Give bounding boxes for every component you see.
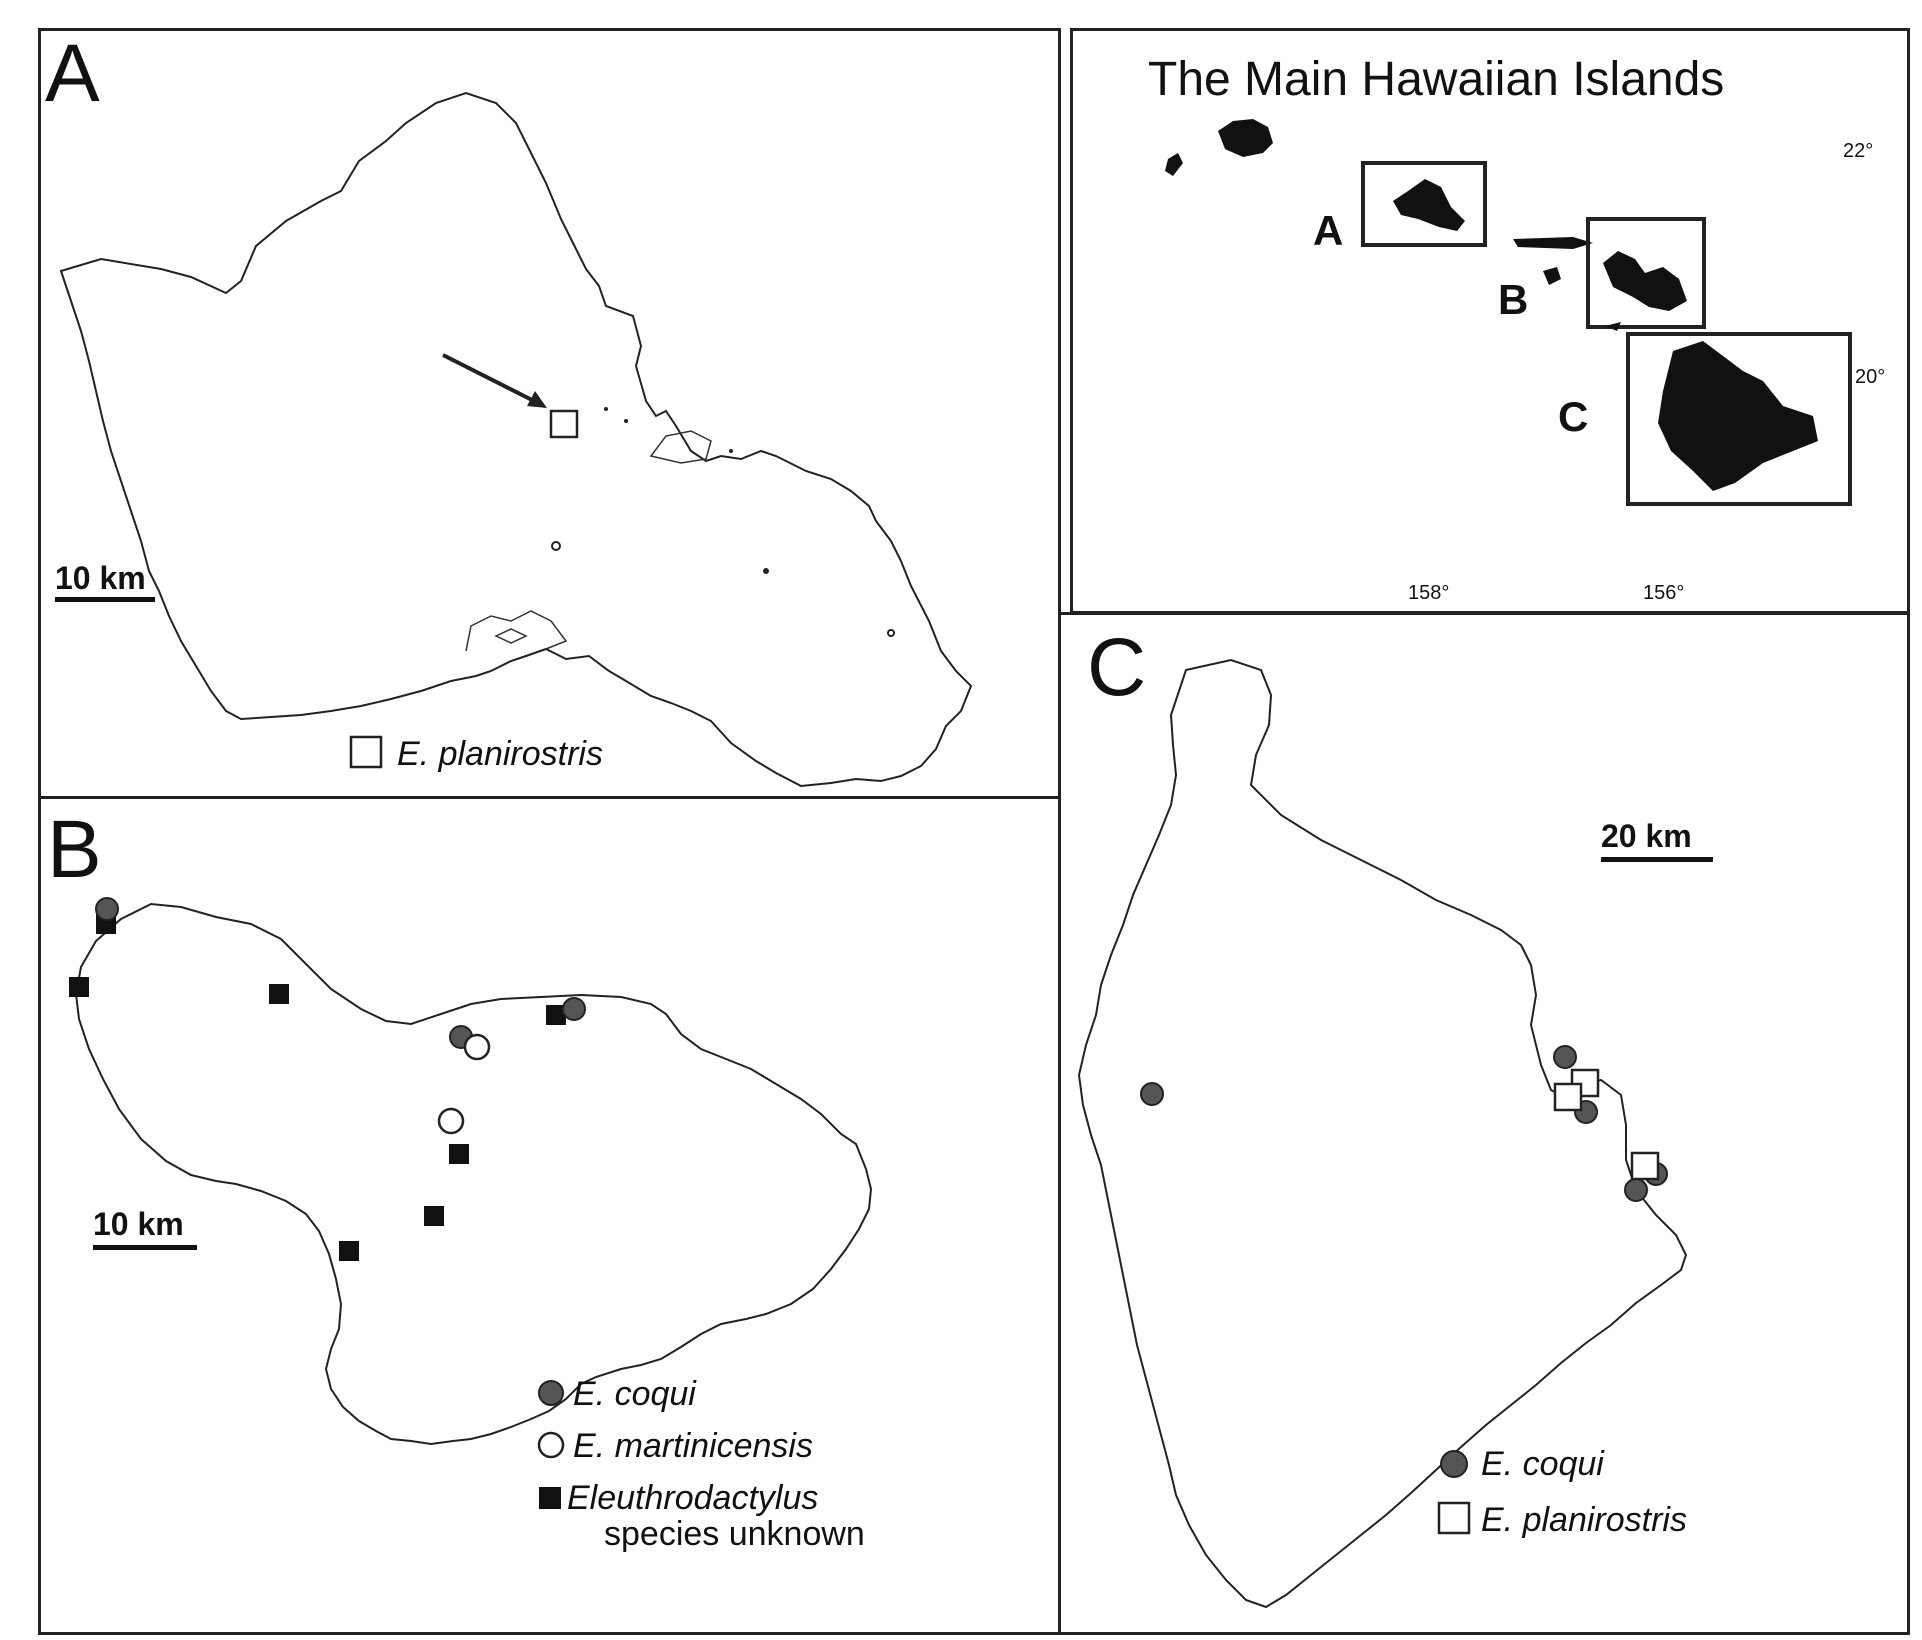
overview-label-a: A bbox=[1313, 207, 1343, 254]
lon-label-158: 158° bbox=[1408, 582, 1449, 604]
panel-c-legend-coqui: E. coqui bbox=[1481, 1445, 1605, 1483]
lat-label-20: 20° bbox=[1855, 366, 1885, 388]
maui-island bbox=[1603, 251, 1687, 311]
planirostris-site-marker bbox=[1630, 1151, 1660, 1181]
lon-label-156: 156° bbox=[1643, 582, 1684, 604]
panel-b-label: B bbox=[47, 804, 102, 895]
islet bbox=[729, 449, 733, 453]
overview-title: The Main Hawaiian Islands bbox=[1148, 53, 1724, 106]
unknown-species-marker bbox=[449, 1144, 469, 1164]
lanai-island bbox=[1543, 267, 1561, 285]
lat-label-22: 22° bbox=[1843, 140, 1873, 162]
coqui-site-marker bbox=[1140, 1082, 1164, 1106]
islet bbox=[887, 629, 895, 637]
panel-c-scale-label: 20 km bbox=[1601, 818, 1692, 854]
oahu-coastline bbox=[59, 91, 973, 788]
panel-c-scale-bar bbox=[1601, 857, 1713, 862]
panel-b-legend-martinicensis: E. martinicensis bbox=[573, 1427, 813, 1465]
arrow-head-icon bbox=[527, 391, 547, 408]
inset-box-b bbox=[1586, 217, 1706, 329]
overview-map: The Main Hawaiian Islands A B C 22° 20° … bbox=[1070, 28, 1910, 614]
niihau-island bbox=[1165, 153, 1183, 176]
unknown-species-marker bbox=[269, 984, 289, 1004]
panel-a-oahu-map: A 10 km E. planirostris bbox=[38, 28, 1061, 800]
islet bbox=[624, 419, 628, 423]
inset-box-a bbox=[1361, 161, 1487, 247]
coqui-site-marker bbox=[1624, 1178, 1648, 1202]
oahu-island bbox=[1393, 179, 1465, 231]
kauai-island bbox=[1218, 119, 1273, 157]
legend-open-square-icon bbox=[1437, 1501, 1471, 1535]
pearl-harbor-detail bbox=[465, 610, 568, 652]
islet bbox=[551, 541, 561, 551]
overview-label-b: B bbox=[1498, 276, 1528, 323]
maui-map-svg: B 10 km E. coqui E. martinicensis Eleuth… bbox=[47, 804, 873, 1553]
panel-a-legend-planirostris: E. planirostris bbox=[397, 735, 603, 773]
panel-c-hawaii-map: C 20 km E. coqui E. planirostris bbox=[1058, 612, 1910, 1635]
panel-b-maui-map: B 10 km E. coqui E. martinicensis Eleuth… bbox=[38, 796, 1061, 1635]
panel-c-label: C bbox=[1087, 622, 1146, 713]
unknown-species-marker bbox=[546, 1005, 566, 1025]
hawaii-map-svg: C 20 km E. coqui E. planirostris bbox=[1077, 622, 1713, 1609]
legend-black-square-icon bbox=[539, 1487, 561, 1509]
panel-a-label: A bbox=[45, 31, 100, 119]
panel-b-scale-label: 10 km bbox=[93, 1206, 184, 1242]
panel-a-scale-bar bbox=[55, 597, 155, 602]
legend-open-circle-icon bbox=[537, 1431, 565, 1459]
oahu-map-svg: A 10 km E. planirostris bbox=[45, 28, 973, 788]
coqui-site-marker bbox=[562, 997, 586, 1021]
panel-b-legend-unknown: Eleuthrodactylus bbox=[567, 1479, 818, 1517]
coqui-site-marker bbox=[1553, 1045, 1577, 1069]
inset-box-c bbox=[1626, 332, 1852, 506]
panel-b-scale-bar bbox=[93, 1245, 197, 1250]
panel-a-scale-label: 10 km bbox=[55, 560, 146, 596]
planirostris-site-marker bbox=[1553, 1082, 1583, 1112]
legend-open-square-icon bbox=[349, 735, 383, 769]
unknown-species-marker bbox=[69, 977, 89, 997]
maui-coastline bbox=[74, 902, 873, 1446]
legend-gray-circle-icon bbox=[538, 1380, 564, 1406]
panel-c-legend-planirostris: E. planirostris bbox=[1481, 1501, 1687, 1539]
unknown-species-marker bbox=[424, 1206, 444, 1226]
islet bbox=[604, 407, 608, 411]
location-arrow bbox=[442, 353, 535, 403]
panel-b-legend-unknown-line2: species unknown bbox=[604, 1515, 865, 1553]
overview-label-c: C bbox=[1558, 393, 1588, 440]
legend-gray-circle-icon bbox=[1440, 1450, 1468, 1478]
panel-b-legend-coqui: E. coqui bbox=[573, 1375, 697, 1413]
unknown-species-marker bbox=[339, 1241, 359, 1261]
martinicensis-site-marker bbox=[437, 1107, 465, 1135]
coqui-site-marker bbox=[95, 897, 119, 921]
islet bbox=[763, 568, 769, 574]
hawaii-big-island bbox=[1658, 341, 1818, 491]
kahoolawe-island bbox=[1605, 322, 1621, 331]
martinicensis-site-marker bbox=[463, 1033, 491, 1061]
kaneohe-bay-detail bbox=[649, 430, 712, 464]
planirostris-site-marker bbox=[549, 409, 579, 439]
overview-map-svg: The Main Hawaiian Islands A B C 22° 20° … bbox=[1148, 53, 1885, 604]
molokai-island bbox=[1513, 237, 1593, 249]
